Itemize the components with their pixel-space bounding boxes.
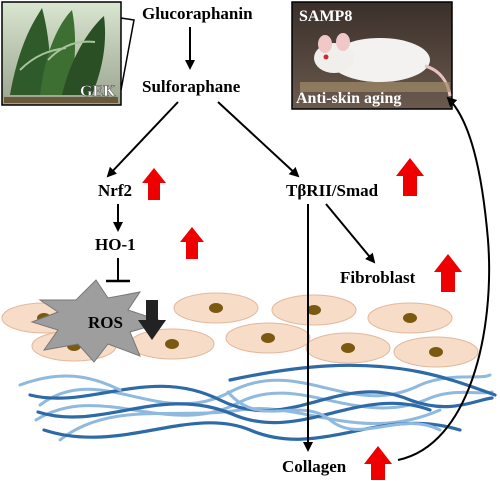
samp8-label: SAMP8 [299,8,352,25]
kale-callout-line [121,18,134,90]
up-arrow-icon [396,158,424,196]
cell [130,329,214,359]
kale-photo: GEK [2,2,121,105]
collagen-fibers [20,365,495,440]
cell [306,333,390,363]
cell [226,323,310,353]
ho1-label: HO-1 [95,235,136,254]
ros-label: ROS [88,313,123,332]
cell [368,303,452,333]
up-arrow-icon [142,168,166,200]
arrow-sulforaphane-to-tbrii [218,102,298,176]
fibroblast-label: Fibroblast [340,268,416,287]
arrow-tbrii-to-fibroblast [326,204,374,262]
inhibition-tbar-icon [106,258,130,281]
cell [174,293,258,323]
up-arrow-icon [180,227,204,259]
glucoraphanin-label: Glucoraphanin [142,4,253,23]
cell [394,337,478,367]
anti-skin-aging-label: Anti-skin aging [296,90,401,107]
up-arrow-icon [434,254,462,292]
nrf2-label: Nrf2 [98,181,132,200]
up-arrow-icon [364,446,392,480]
gek-label: GEK [80,83,116,100]
sulforaphane-label: Sulforaphane [142,77,241,96]
cell [272,295,356,325]
tbrii-smad-label: TβRII/Smad [286,181,379,200]
mouse-photo: SAMP8 Anti-skin aging [292,2,452,109]
arrow-sulforaphane-to-nrf2 [108,102,178,176]
collagen-label: Collagen [282,457,347,476]
